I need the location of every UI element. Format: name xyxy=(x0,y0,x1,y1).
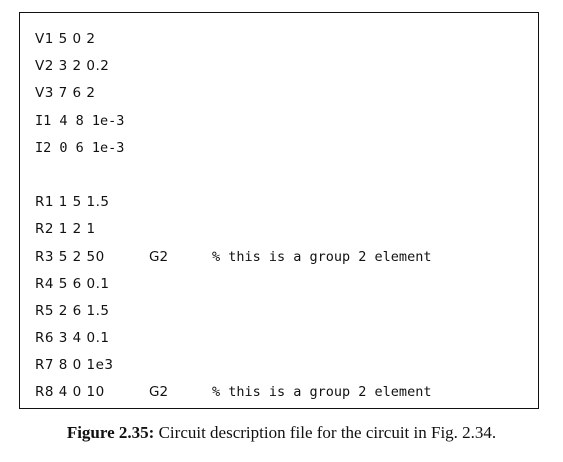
netlist-element-spec: R7 8 0 1e3 xyxy=(35,357,114,374)
netlist-comment: % this is a group 2 element xyxy=(212,384,432,401)
netlist-element-spec: R4 5 6 0.1 xyxy=(35,275,110,292)
netlist-line: R6 3 4 0.1 xyxy=(35,325,185,352)
netlist-line: R7 8 0 1e3 xyxy=(35,352,185,379)
netlist-line: R3 5 2 50 G2 % this is a group 2 element xyxy=(35,244,431,271)
netlist-element-spec: R6 3 4 0.1 xyxy=(35,330,110,347)
netlist-box: V1 5 0 2 V2 3 2 0.2 V3 7 6 2 I1 4 8 1e-3 I2 … xyxy=(19,12,539,409)
caption-text: Circuit description file for the circuit… xyxy=(154,423,497,442)
netlist-element-spec: V1 5 0 2 xyxy=(35,31,96,47)
netlist-line: R4 5 6 0.1 xyxy=(35,271,185,298)
netlist-lines: V1 5 0 2 V2 3 2 0.2 V3 7 6 2 I1 4 8 1e-3 I2 … xyxy=(35,26,431,407)
netlist-comment: % this is a group 2 element xyxy=(212,248,432,265)
netlist-line: I1 4 8 1e-3 xyxy=(35,108,185,135)
netlist-element-spec: V3 7 6 2 xyxy=(35,85,96,102)
netlist-line: R2 1 2 1 xyxy=(35,216,185,243)
netlist-line: R1 1 5 1.5 xyxy=(35,189,185,216)
netlist-line: I2 0 6 1e-3 xyxy=(35,135,185,162)
netlist-blank-line xyxy=(35,162,185,189)
netlist-line: R8 4 0 10 G2 % this is a group 2 element xyxy=(35,379,431,406)
netlist-element-spec: R5 2 6 1.5 xyxy=(35,302,110,319)
netlist-line: V3 7 6 2 xyxy=(35,80,185,107)
netlist-element-spec: R1 1 5 1.5 xyxy=(35,194,110,211)
netlist-element-spec: R2 1 2 1 xyxy=(35,221,96,238)
netlist-element-spec: R3 5 2 50 xyxy=(35,248,105,265)
caption-label: Figure 2.35: xyxy=(66,423,155,442)
netlist-element-spec: I2 0 6 1e-3 xyxy=(35,139,125,156)
netlist-line: V1 5 0 2 xyxy=(35,26,185,53)
netlist-element-spec: I1 4 8 1e-3 xyxy=(35,112,125,129)
netlist-line: V2 3 2 0.2 xyxy=(35,53,185,80)
netlist-element-spec: V2 3 2 0.2 xyxy=(35,58,110,75)
netlist-element-spec: R8 4 0 10 xyxy=(35,384,105,401)
figure-caption: Figure 2.35: Circuit description file fo… xyxy=(0,423,563,443)
netlist-line: R5 2 6 1.5 xyxy=(35,298,185,325)
netlist-group-tag: G2 xyxy=(149,248,169,265)
netlist-group-tag: G2 xyxy=(149,384,169,401)
